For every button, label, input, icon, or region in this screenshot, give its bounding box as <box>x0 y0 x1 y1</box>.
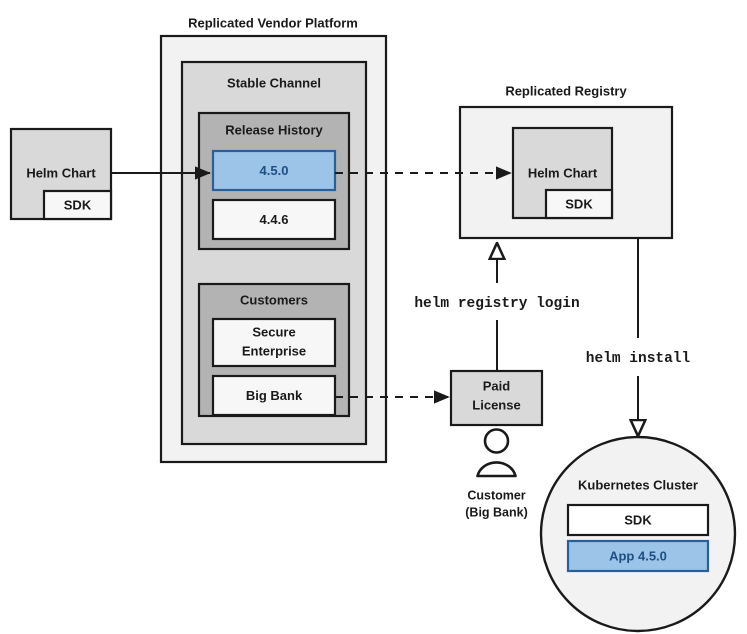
release-item-4-5-0-label: 4.5.0 <box>260 163 289 178</box>
registry-helm-chart-label: Helm Chart <box>528 165 598 180</box>
customer-secure-enterprise-line1: Secure <box>252 324 295 339</box>
paid-license-line2: License <box>472 397 520 412</box>
cluster-app-box <box>566 539 710 573</box>
customer-secure-enterprise-line2: Enterprise <box>242 343 306 358</box>
customer-item-big-bank[interactable] <box>211 374 337 417</box>
cluster-sdk-label: SDK <box>624 512 652 527</box>
command-helm-registry-login: helm registry login <box>414 296 579 312</box>
stable-channel-label: Stable Channel <box>227 75 321 90</box>
cluster-sdk-box <box>566 503 710 537</box>
customer-person-line2: (Big Bank) <box>465 505 528 519</box>
release-history-label: Release History <box>225 122 323 137</box>
customer-item-secure-enterprise[interactable] <box>211 317 337 368</box>
vendor-platform-title: Replicated Vendor Platform <box>188 15 358 30</box>
registry-sdk-box <box>544 188 614 220</box>
release-item-4-5-0[interactable] <box>211 149 337 192</box>
source-sdk-box <box>42 189 113 221</box>
customer-person-icon <box>476 428 517 478</box>
paid-license-line1: Paid <box>483 378 511 393</box>
kubernetes-cluster-label: Kubernetes Cluster <box>578 477 698 492</box>
registry-sdk-label: SDK <box>565 196 593 211</box>
customers-label: Customers <box>240 292 308 307</box>
customer-person-line1: Customer <box>467 488 525 502</box>
cluster-app-label: App 4.5.0 <box>609 548 667 563</box>
source-helm-chart-label: Helm Chart <box>26 165 96 180</box>
replicated-registry-title: Replicated Registry <box>505 83 627 98</box>
source-sdk-label: SDK <box>64 197 92 212</box>
release-item-4-4-6[interactable] <box>211 198 337 241</box>
customer-big-bank-label: Big Bank <box>246 388 303 403</box>
release-item-4-4-6-label: 4.4.6 <box>260 212 289 227</box>
command-helm-install: helm install <box>586 351 691 367</box>
